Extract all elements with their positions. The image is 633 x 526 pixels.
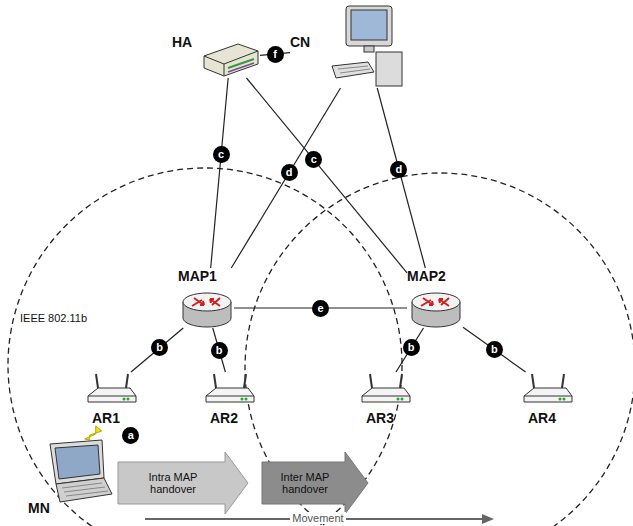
network-link xyxy=(463,327,526,372)
node-label: MN xyxy=(28,500,50,516)
link-label: d xyxy=(281,164,298,181)
node-label: CN xyxy=(290,34,310,50)
link-label: e xyxy=(312,300,329,317)
handover-label: Inter MAP handover xyxy=(266,471,344,495)
network-node: HA xyxy=(172,34,260,78)
network-node: MAP2 xyxy=(407,268,463,328)
map2-domain xyxy=(245,173,633,526)
ap-icon xyxy=(520,372,576,404)
node-label: AR1 xyxy=(92,410,120,426)
node-label: AR3 xyxy=(366,410,394,426)
network-node: MN xyxy=(28,440,114,516)
cn-icon xyxy=(328,4,404,88)
ap-icon xyxy=(202,372,258,404)
network-node: AR3 xyxy=(358,372,414,426)
link-label: a xyxy=(122,427,139,444)
handover-arrow xyxy=(118,452,248,514)
ap-icon xyxy=(358,372,414,404)
wireless-link xyxy=(85,426,102,440)
movement-head xyxy=(482,514,494,524)
network-link xyxy=(377,88,425,268)
standard-label: IEEE 802.11b xyxy=(20,312,87,324)
network-link xyxy=(131,328,183,372)
network-link xyxy=(231,88,340,268)
ap-icon xyxy=(84,372,140,404)
node-label: AR2 xyxy=(210,410,238,426)
network-node: MAP1 xyxy=(178,268,234,328)
router-icon xyxy=(409,288,463,328)
network-node: CN xyxy=(290,4,404,88)
network-node: AR2 xyxy=(202,372,258,426)
node-label: AR4 xyxy=(528,410,556,426)
node-label: MAP2 xyxy=(407,268,446,284)
network-node: AR4 xyxy=(520,372,576,426)
link-label: c xyxy=(305,151,322,168)
network-node: AR1 xyxy=(84,372,140,426)
link-label: c xyxy=(213,146,230,163)
router-icon xyxy=(180,288,234,328)
link-label: f xyxy=(267,46,284,63)
handover-label: Intra MAP handover xyxy=(128,471,218,495)
ha-icon xyxy=(200,38,260,78)
node-label: HA xyxy=(172,34,192,50)
map1-domain xyxy=(8,168,402,526)
link-label: b xyxy=(403,339,420,356)
node-label: MAP1 xyxy=(178,268,217,284)
link-label: d xyxy=(390,161,407,178)
network-link xyxy=(211,78,228,268)
link-label: b xyxy=(211,342,228,359)
link-label: b xyxy=(151,339,168,356)
laptop-icon xyxy=(38,440,114,504)
movement-label: Movement xyxy=(290,512,345,524)
link-label: b xyxy=(486,341,503,358)
network-link xyxy=(396,328,424,372)
handover-arrow xyxy=(262,452,368,514)
